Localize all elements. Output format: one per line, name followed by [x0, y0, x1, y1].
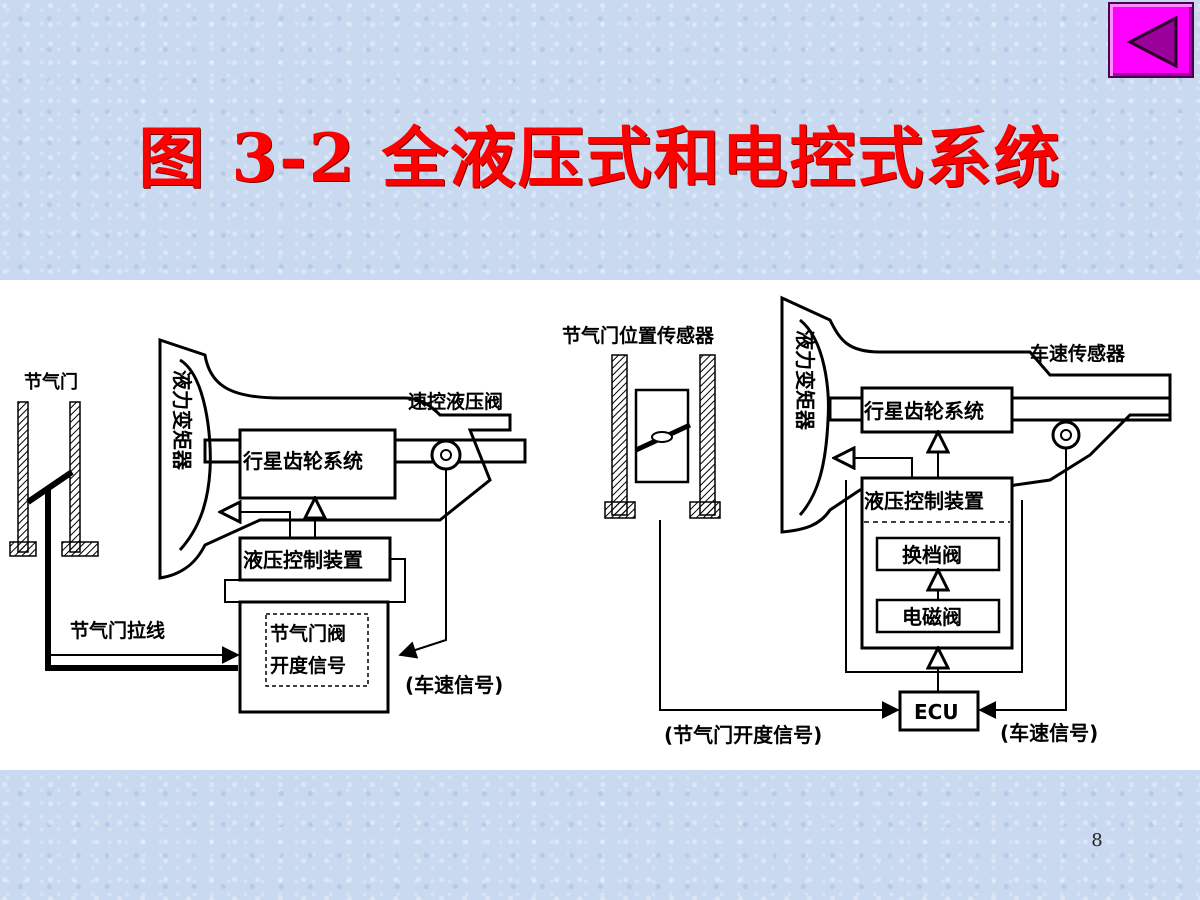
torque-converter-housing-right: [780, 295, 1172, 534]
shift-valve-box: [875, 536, 1001, 572]
speed-signal-label-left: (车速信号): [405, 673, 503, 697]
planetary-gear-box: [238, 428, 397, 500]
throttle-valve-label-1: 节气门阀: [270, 622, 346, 645]
throttle-cable-line: [45, 490, 238, 671]
hydraulic-control-label: 液压控制装置: [243, 548, 363, 572]
ecu-label: ECU: [914, 700, 959, 724]
slide-title: 图 3-2 全液压式和电控式系统: [138, 119, 1062, 197]
shift-valve-label: 换档阀: [902, 543, 962, 567]
vehicle-speed-sensor-label: 车速传感器: [1030, 342, 1126, 365]
throttle-position-sensor: [604, 354, 721, 519]
ecu-box: [898, 690, 980, 732]
solenoid-valve-label: 电磁阀: [902, 605, 962, 629]
torque-converter-housing: [158, 337, 512, 580]
throttle-valve-box: [238, 600, 390, 714]
back-button[interactable]: [1108, 2, 1194, 78]
diagram-panel: 节气门 节气门拉线 液力变矩器 行星齿轮系统 速控液压阀 液压控制装置: [0, 280, 1200, 770]
throttle-valve-label-2: 开度信号: [270, 654, 346, 677]
planetary-gear-label: 行星齿轮系统: [242, 449, 363, 473]
throttle-label: 节气门: [24, 371, 78, 393]
triangle-left-icon: [1126, 15, 1178, 69]
torque-converter-label: 液力变矩器: [170, 370, 194, 471]
throttle-position-sensor-label: 节气门位置传感器: [562, 324, 715, 347]
planetary-gear-label-right: 行星齿轮系统: [863, 399, 984, 423]
hydraulic-control-box: [238, 536, 392, 582]
speed-control-valve: [430, 439, 462, 471]
torque-converter-label-right: 液力变矩器: [793, 330, 817, 431]
hydraulic-system-diagram: 节气门 节气门拉线 液力变矩器 行星齿轮系统 速控液压阀 液压控制装置: [9, 337, 527, 714]
speed-signal-label-right: (车速信号): [1000, 721, 1098, 745]
throttle-body: [9, 401, 99, 557]
vehicle-speed-sensor: [1051, 420, 1081, 450]
throttle-opening-signal-label: (节气门开度信号): [664, 723, 822, 747]
solenoid-valve-box: [875, 598, 1001, 634]
throttle-cable-label: 节气门拉线: [70, 619, 165, 642]
transmission-diagrams: 节气门 节气门拉线 液力变矩器 行星齿轮系统 速控液压阀 液压控制装置: [9, 295, 1172, 747]
hydraulic-control-label-right: 液压控制装置: [864, 489, 984, 513]
page-number: 8: [1091, 830, 1103, 851]
speed-control-valve-label: 速控液压阀: [408, 390, 503, 413]
electronic-system-diagram: 节气门位置传感器 (节气门开度信号) 液力变矩器 行星齿轮系统 车速传感器 液压…: [562, 295, 1172, 747]
